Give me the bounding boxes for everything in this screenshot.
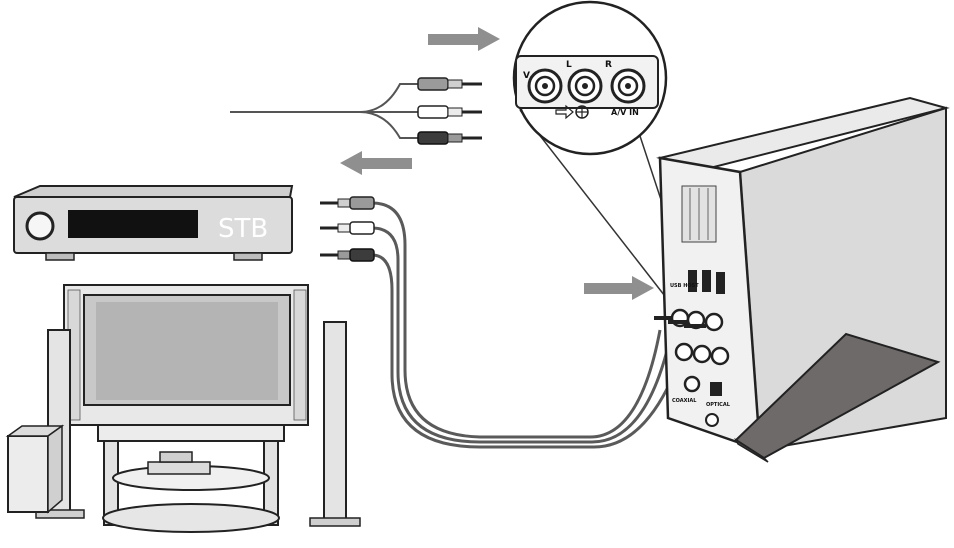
subwoofer	[5, 424, 65, 514]
arrow-right-player	[584, 276, 654, 300]
rca-plug-yellow-top	[417, 77, 482, 91]
jack-l-label: L	[566, 60, 572, 70]
rca-plug-red-mid	[320, 248, 375, 262]
usb-host-label: USB HOST	[670, 283, 699, 289]
jack-v	[527, 68, 563, 104]
jack-r-label: R	[605, 60, 612, 70]
output-cable	[371, 201, 692, 449]
player-stand	[734, 332, 941, 463]
coaxial-label: COAXIAL	[672, 398, 697, 404]
rca-plug-white-top	[417, 105, 482, 119]
arrow-right-top	[428, 27, 500, 51]
stb-label: STB	[218, 214, 268, 244]
arrow-left-mid	[340, 151, 412, 175]
jack-l	[567, 68, 603, 104]
av-in-label: A/V IN	[611, 108, 639, 117]
rca-plug-red-top	[417, 131, 482, 145]
tv	[63, 284, 309, 426]
input-cable	[230, 83, 418, 139]
rca-plug-yellow-mid	[320, 196, 375, 210]
optical-label: OPTICAL	[706, 402, 731, 408]
jack-r	[610, 68, 646, 104]
jack-v-label: V	[523, 71, 530, 81]
stb-box	[13, 185, 294, 261]
tv-stand	[97, 424, 285, 533]
right-speaker	[309, 321, 361, 527]
rca-plug-white-mid	[320, 221, 375, 235]
input-symbol-icon	[555, 104, 589, 120]
